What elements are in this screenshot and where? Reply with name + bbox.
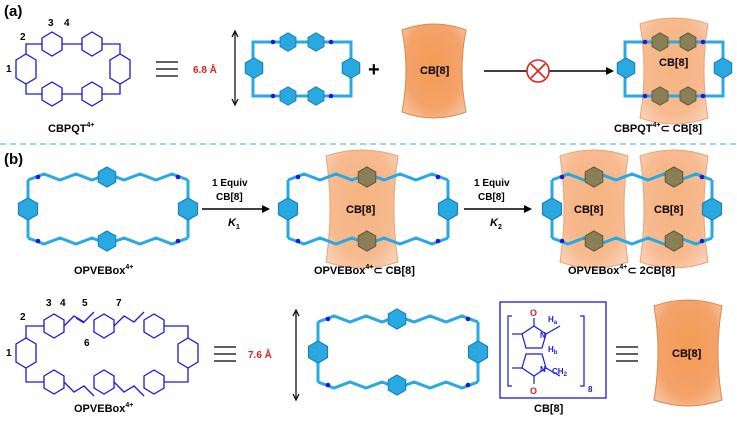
svg-text:CB[8]: CB[8] <box>672 348 702 360</box>
equivalence-sign-b1 <box>214 346 236 362</box>
cbpqt-structure <box>15 31 131 107</box>
cbpqt-name: CBPQT <box>48 123 87 135</box>
dimension-arrow-b <box>292 308 300 402</box>
svg-text:4: 4 <box>60 298 66 309</box>
opvebox-label-1: OPVEBox4+⊂ CB[8] <box>314 264 415 277</box>
cbpqt-label: CBPQT4+ <box>48 122 94 135</box>
opvebox-atom-labels: 1 2 3 4 5 6 7 <box>6 298 122 359</box>
svg-text:3: 3 <box>46 298 52 309</box>
product-label-a: CBPQT4+⊂ CB[8] <box>614 122 702 135</box>
step1-line2: CB[8] <box>216 192 243 203</box>
svg-text:6: 6 <box>84 338 90 349</box>
product-suffix: ⊂ CB[8] <box>660 123 702 135</box>
opvebox-cartoon-bottom <box>307 308 489 396</box>
opvebox-structure <box>15 311 199 397</box>
panel-b-tag: (b) <box>4 151 23 168</box>
svg-text:CH2: CH2 <box>552 367 568 378</box>
svg-text:1: 1 <box>6 348 12 359</box>
atom-label-3: 3 <box>48 18 54 29</box>
opvebox-struct-label: OPVEBox4+ <box>74 402 133 415</box>
svg-text:7: 7 <box>116 298 122 309</box>
cb8-barrel-b: CB[8] <box>653 299 723 407</box>
dimension-label-a: 6.8 Å <box>193 63 217 76</box>
cb8-label-complex2b: CB[8] <box>654 204 684 216</box>
cbpqt-charge: 4+ <box>87 122 95 129</box>
opvebox-cb8-complex: CB[8] <box>277 149 459 269</box>
cbpqt-cartoon <box>244 32 361 106</box>
cb8-label-a: CB[8] <box>420 65 450 77</box>
equivalence-sign-a <box>156 61 178 77</box>
step1-line1: 1 Equiv <box>212 178 248 189</box>
atom-label-1: 1 <box>6 64 12 75</box>
equivalence-sign-b2 <box>616 346 638 362</box>
svg-text:N: N <box>540 365 546 374</box>
step2-line2: CB[8] <box>478 192 505 203</box>
svg-text:N: N <box>540 331 546 340</box>
opvebox-name-free: OPVEBox <box>74 265 126 277</box>
cbpqt-cb8-product: CB[8] <box>616 17 733 125</box>
step1-k: K1 <box>228 217 240 231</box>
svg-text:2: 2 <box>20 312 26 323</box>
svg-text:5: 5 <box>82 298 88 309</box>
svg-text:Ha: Ha <box>548 315 558 326</box>
atom-label-4: 4 <box>64 18 70 29</box>
no-reaction-arrow <box>484 59 614 83</box>
cb8-struct-label: CB[8] <box>534 403 564 415</box>
opvebox-2cb8-complex: CB[8] CB[8] <box>541 149 723 269</box>
svg-text:O: O <box>530 308 537 318</box>
opvebox-cartoon-free <box>17 166 199 252</box>
plus-sign: + <box>368 59 380 81</box>
svg-text:8: 8 <box>588 385 593 394</box>
step2-arrow <box>464 205 532 213</box>
svg-text:O: O <box>530 386 537 396</box>
panel-a-tag: (a) <box>4 3 22 20</box>
product-charge: 4+ <box>653 122 661 129</box>
cb8-barrel-a: CB[8] <box>401 23 467 119</box>
step1-arrow <box>202 205 270 213</box>
opvebox-label-2: OPVEBox4+⊂ 2CB[8] <box>568 264 675 277</box>
dimension-arrow-a <box>231 29 239 107</box>
product-name: CBPQT <box>614 123 653 135</box>
dimension-label-b: 7.6 Å <box>248 348 272 361</box>
cb8-structure: O O N N Ha Hb CH2 8 <box>499 301 607 399</box>
cb8-label-complex1: CB[8] <box>346 204 376 216</box>
opvebox-label-free: OPVEBox4+ <box>74 264 133 277</box>
svg-text:Hb: Hb <box>548 345 558 356</box>
step2-k: K2 <box>490 217 502 231</box>
cb8-label-complex2a: CB[8] <box>574 204 604 216</box>
cb8-label-product: CB[8] <box>659 57 689 69</box>
step2-line1: 1 Equiv <box>474 178 510 189</box>
cbpqt-atom-labels: 1 2 3 4 <box>6 18 70 75</box>
atom-label-2: 2 <box>20 32 26 43</box>
opvebox-charge-free: 4+ <box>125 264 133 271</box>
